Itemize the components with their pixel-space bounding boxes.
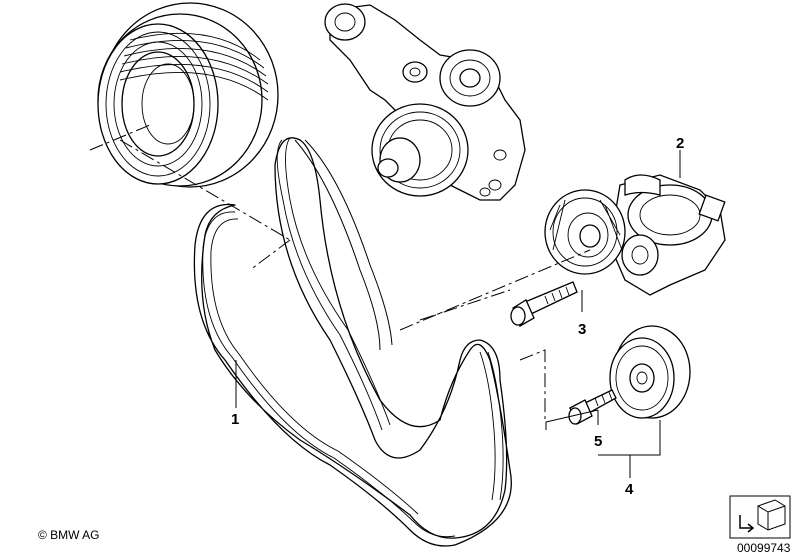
belt-tensioner — [544, 174, 726, 296]
callout-2: 2 — [676, 135, 684, 152]
callout-4: 4 — [625, 481, 634, 498]
water-pump — [324, 3, 526, 201]
leader-lines — [235, 150, 681, 478]
centerlines — [89, 124, 591, 420]
callout-3: 3 — [578, 321, 586, 338]
callout-1: 1 — [231, 411, 239, 428]
copyright-text: © BMW AG — [38, 528, 100, 542]
bmw-catalog-symbol-icon — [729, 495, 791, 539]
deflection-pulley — [609, 325, 691, 419]
bolt-part-5 — [568, 389, 617, 425]
ribbed-v-belt — [193, 137, 512, 547]
callout-5: 5 — [594, 433, 602, 450]
crankshaft-pulley — [97, 2, 279, 188]
image-number: 00099743 — [737, 541, 791, 555]
bolt-part-3 — [510, 281, 578, 327]
